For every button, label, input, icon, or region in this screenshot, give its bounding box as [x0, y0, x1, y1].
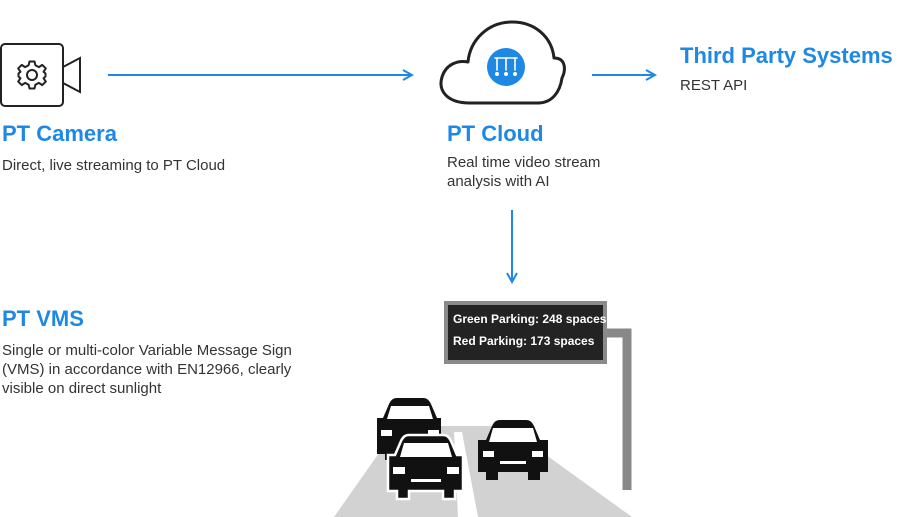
- cloud-title: PT Cloud: [447, 121, 544, 146]
- vms-sign-text: Green Parking: 248 spaces Red Parking: 1…: [453, 312, 607, 348]
- cloud-description-line: analysis with AI: [447, 173, 550, 190]
- sign-line-red: Red Parking: 173 spaces: [453, 334, 595, 348]
- camera-description: Direct, live streaming to PT Cloud: [2, 157, 226, 174]
- third-party-description: REST API: [680, 77, 748, 94]
- sign-line-green: Green Parking: 248 spaces: [453, 312, 607, 326]
- vms-description: Single or multi-color Variable Message S…: [2, 341, 332, 398]
- cloud-description-line: Real time video stream: [447, 154, 601, 171]
- vms-title: PT VMS: [2, 306, 84, 331]
- cloud-description: Real time video stream analysis with AI: [447, 153, 647, 191]
- sign-pole-icon: [606, 328, 632, 490]
- car-icon: [377, 398, 548, 501]
- cloud-server-icon: [439, 20, 566, 105]
- third-party-title: Third Party Systems: [680, 43, 893, 68]
- vms-description-line: Single or multi-color Variable Message S…: [2, 342, 292, 359]
- vms-description-line: (VMS) in accordance with EN12966, clearl…: [2, 361, 292, 378]
- vms-sign-board: [444, 301, 607, 364]
- vms-description-line: visible on direct sunlight: [2, 380, 162, 397]
- camera-title: PT Camera: [2, 121, 117, 146]
- camera-gear-icon: [0, 43, 81, 107]
